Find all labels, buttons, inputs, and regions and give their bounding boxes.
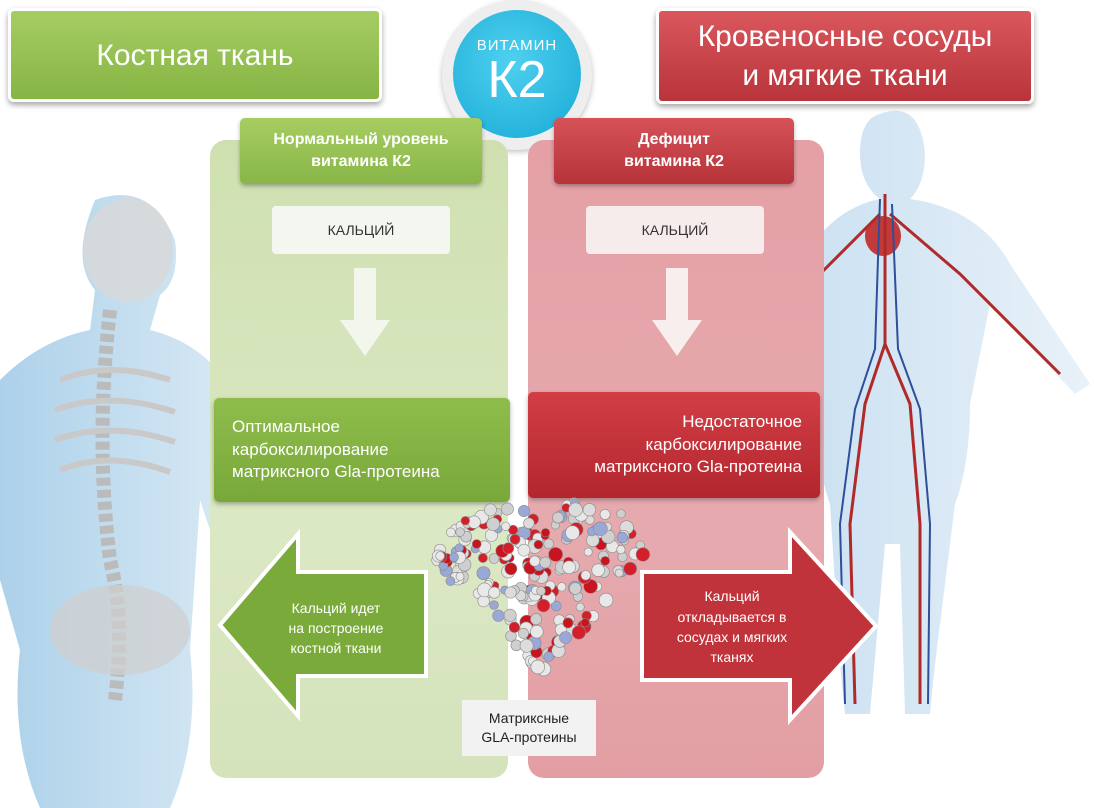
calcium-label-right: КАЛЬЦИЙ (586, 206, 764, 254)
badge-label: ВИТАМИН (476, 36, 558, 54)
right-arrow-icon (640, 526, 879, 726)
protein-molecule-icon (431, 497, 650, 677)
vitamin-k2-badge: ВИТАМИН К2 (453, 10, 581, 138)
badge-k2: К2 (487, 50, 547, 109)
bone-tissue-header: Костная ткань (8, 8, 382, 102)
down-arrow-icon (652, 268, 702, 356)
left-arrow-icon (217, 528, 428, 722)
calcium-label-left: КАЛЬЦИЙ (272, 206, 450, 254)
skeleton-figure-icon (0, 195, 284, 808)
down-arrow-icon (340, 268, 390, 356)
